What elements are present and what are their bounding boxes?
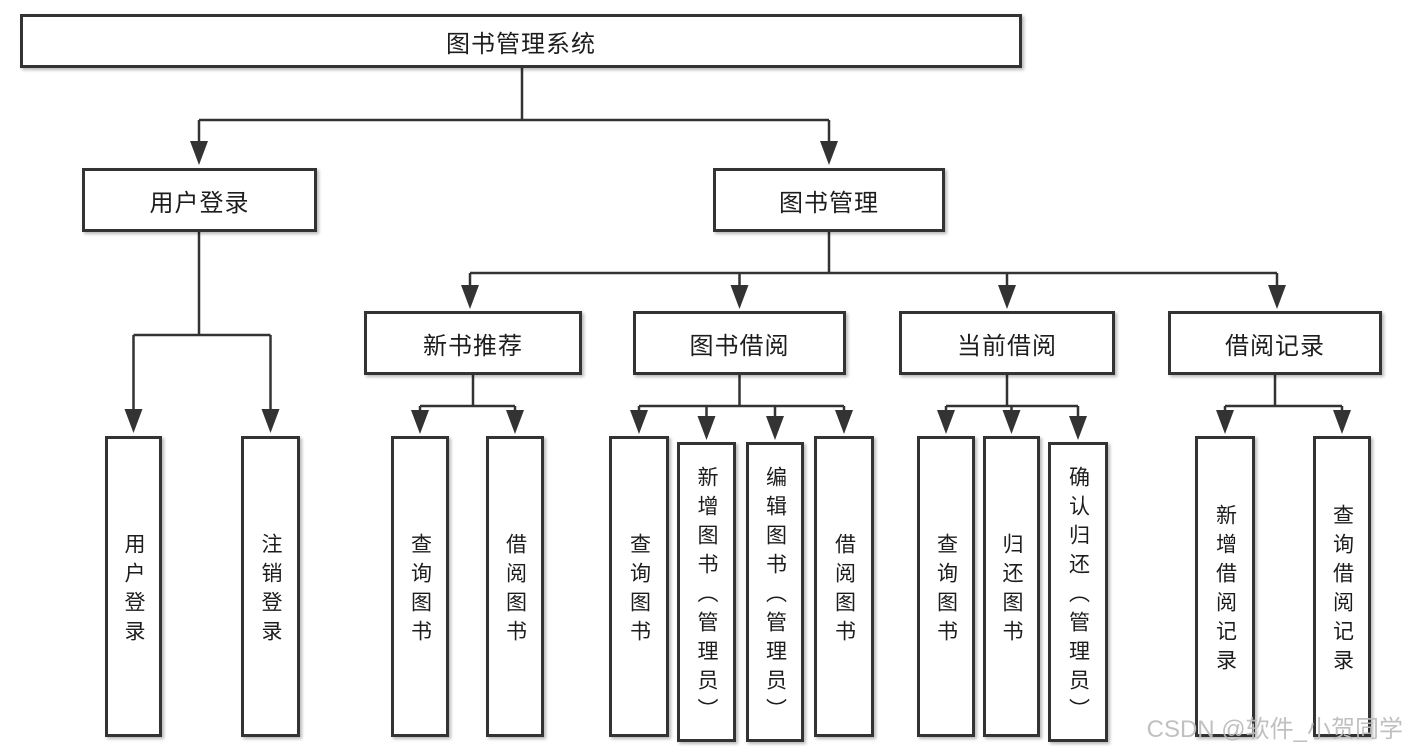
node-book-management: 图书管理 (713, 168, 945, 232)
connector-current-group (944, 375, 1080, 418)
node-query-books-current: 查询图书 (917, 436, 975, 737)
node-query-books-borrow-label: 查询图书 (627, 532, 651, 649)
node-borrowing-records: 借阅记录 (1168, 311, 1382, 375)
node-book-borrowing-label: 图书借阅 (689, 332, 790, 360)
watermark: CSDN @软件_小贺同学 (1146, 716, 1403, 743)
node-current-borrowing: 当前借阅 (899, 311, 1115, 375)
node-user-login-action-label: 用户登录 (122, 532, 145, 649)
connector-records-group (1223, 375, 1344, 412)
node-borrow-books-action-label: 借阅图书 (832, 532, 856, 649)
node-add-borrow-record: 新增借阅记录 (1195, 436, 1255, 737)
node-confirm-return-admin: 确认归还（管理员） (1048, 442, 1108, 742)
node-book-management-label: 图书管理 (779, 189, 879, 217)
node-new-book-recommendation: 新书推荐 (364, 311, 582, 375)
node-query-books-current-label: 查询图书 (934, 532, 958, 649)
node-query-borrow-record: 查询借阅记录 (1313, 436, 1371, 737)
node-user-login-action: 用户登录 (105, 436, 162, 737)
node-logout-label: 注销登录 (259, 532, 282, 649)
node-return-book: 归还图书 (983, 436, 1040, 737)
node-user-login: 用户登录 (82, 168, 317, 232)
connector-book-management-group (468, 231, 1279, 287)
node-query-books-borrow: 查询图书 (609, 436, 669, 737)
node-edit-book-admin: 编辑图书（管理员） (746, 442, 804, 742)
node-logout: 注销登录 (241, 436, 300, 737)
node-return-book-label: 归还图书 (1000, 532, 1023, 649)
node-add-book-admin: 新增图书（管理员） (677, 442, 736, 742)
arrowheads (124, 141, 1351, 440)
node-edit-book-admin-label: 编辑图书（管理员） (763, 465, 787, 727)
node-borrow-books-action: 借阅图书 (814, 436, 874, 737)
node-user-login-label: 用户登录 (149, 189, 250, 217)
node-new-book-recommendation-label: 新书推荐 (423, 332, 523, 360)
node-query-borrow-record-label: 查询借阅记录 (1330, 503, 1354, 678)
node-book-borrowing: 图书借阅 (633, 311, 846, 375)
connector-root-to-level2 (197, 68, 831, 143)
connector-new-book-group (418, 375, 517, 412)
connector-borrow-group (637, 375, 846, 418)
node-borrow-books-recommend: 借阅图书 (486, 436, 544, 737)
node-root: 图书管理系统 (20, 14, 1022, 68)
connector-user-login-group (132, 231, 272, 411)
node-borrowing-records-label: 借阅记录 (1225, 332, 1325, 360)
node-add-book-admin-label: 新增图书（管理员） (695, 465, 718, 727)
node-confirm-return-admin-label: 确认归还（管理员） (1066, 465, 1090, 727)
node-query-books-recommend-label: 查询图书 (408, 532, 432, 649)
node-borrow-books-recommend-label: 借阅图书 (503, 532, 527, 649)
node-current-borrowing-label: 当前借阅 (957, 332, 1057, 360)
node-query-books-recommend: 查询图书 (391, 436, 449, 737)
node-add-borrow-record-label: 新增借阅记录 (1213, 503, 1237, 678)
node-root-label: 图书管理系统 (446, 30, 596, 58)
